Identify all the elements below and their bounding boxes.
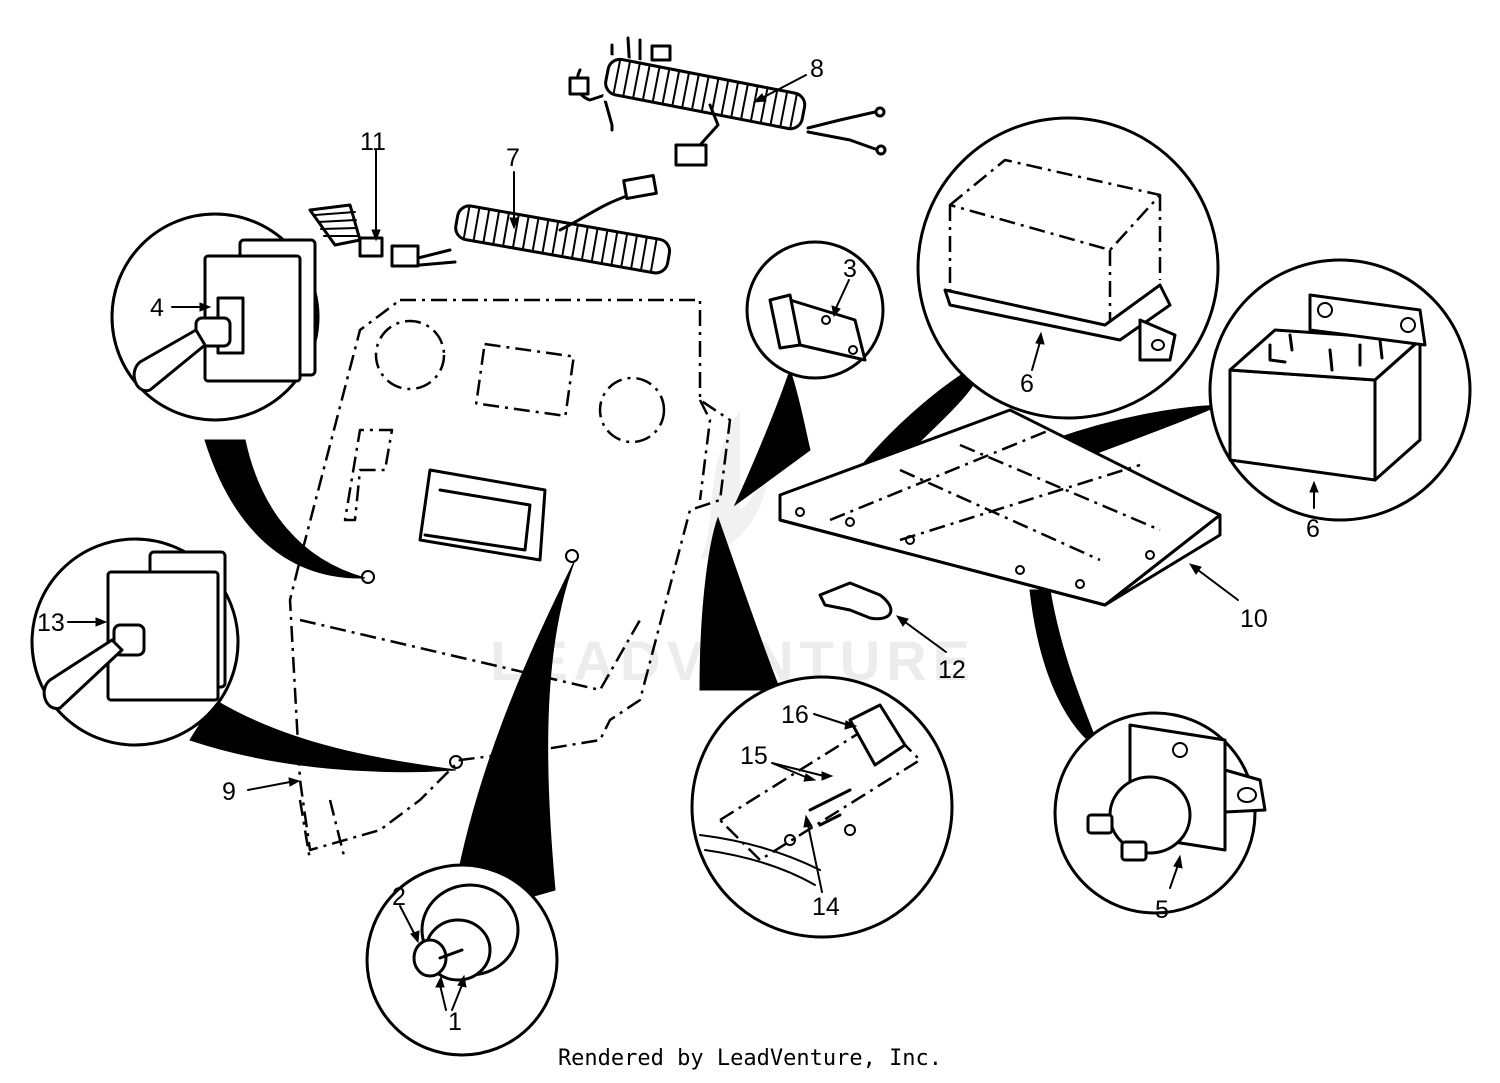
wiring-harness-8 bbox=[568, 36, 887, 167]
detail-circle-toggle-switch-4 bbox=[110, 212, 366, 579]
mounting-plate-10 bbox=[778, 408, 1222, 607]
callout-7: 7 bbox=[506, 144, 520, 172]
detail-circle-small-relay-3 bbox=[733, 240, 885, 507]
callout-9: 9 bbox=[222, 778, 236, 806]
callout-5: 5 bbox=[1155, 896, 1169, 924]
footer-credit: Rendered by LeadVenture, Inc. bbox=[557, 1046, 943, 1071]
callout-10: 10 bbox=[1240, 605, 1268, 633]
callout-3: 3 bbox=[843, 255, 857, 283]
callout-6-regulator: 6 bbox=[1020, 370, 1034, 398]
callout-6-relay: 6 bbox=[1306, 515, 1320, 543]
detail-circle-solenoid-5 bbox=[1029, 589, 1267, 915]
leader-lines bbox=[67, 74, 1319, 1011]
clip-bracket-12 bbox=[818, 581, 893, 621]
detail-circle-ignition-switch bbox=[365, 559, 576, 1057]
callout-2: 2 bbox=[392, 883, 406, 911]
callout-15: 15 bbox=[740, 742, 768, 770]
detail-circle-toggle-switch-13 bbox=[30, 537, 457, 773]
callout-14: 14 bbox=[812, 893, 840, 921]
callout-1: 1 bbox=[448, 1008, 462, 1036]
callout-13: 13 bbox=[37, 609, 65, 637]
callout-16: 16 bbox=[781, 701, 809, 729]
callout-8: 8 bbox=[810, 55, 824, 83]
detail-circle-connector-14-15-16 bbox=[690, 516, 954, 939]
callout-4: 4 bbox=[150, 294, 164, 322]
callout-12: 12 bbox=[938, 656, 966, 684]
callout-11: 11 bbox=[360, 128, 386, 156]
wiring-harness-7 bbox=[308, 174, 672, 275]
